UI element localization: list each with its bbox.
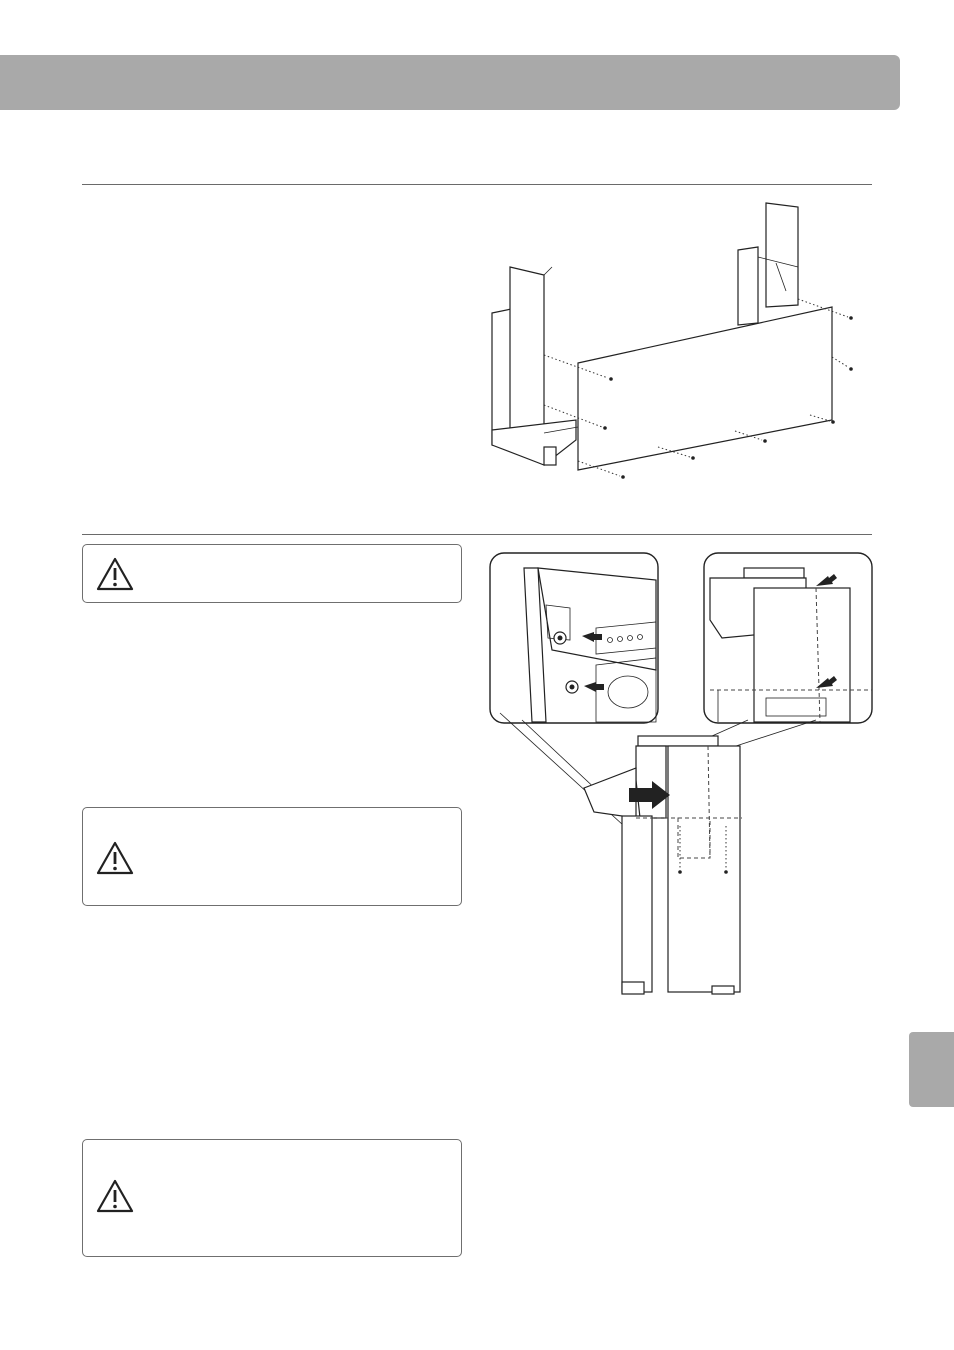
piano-mounting-illustration (489, 552, 873, 995)
arrow-icon (582, 632, 602, 642)
right-side-panel (737, 202, 799, 326)
warning-box-1 (82, 544, 462, 603)
piano-side-view (583, 735, 742, 995)
warning-triangle-icon (96, 1179, 134, 1213)
section-divider-middle (82, 534, 872, 535)
left-side-panel (491, 266, 577, 466)
warning-box-3 (82, 1139, 462, 1257)
warning-box-2 (82, 807, 462, 906)
back-panel (577, 306, 833, 471)
arrow-icon (584, 682, 604, 692)
push-direction-arrow-icon (629, 781, 670, 809)
inset-right-detail (703, 552, 873, 724)
arrow-icon (816, 676, 837, 688)
screws (543, 298, 853, 479)
arrow-icon (816, 574, 837, 586)
warning-triangle-icon (96, 841, 134, 875)
section-divider-top (82, 184, 872, 185)
warning-triangle-icon (96, 557, 134, 591)
inset-left-detail (489, 552, 659, 724)
header-bar (0, 55, 900, 110)
back-panel-assembly-illustration (491, 202, 853, 479)
chapter-side-tab (909, 1032, 954, 1107)
